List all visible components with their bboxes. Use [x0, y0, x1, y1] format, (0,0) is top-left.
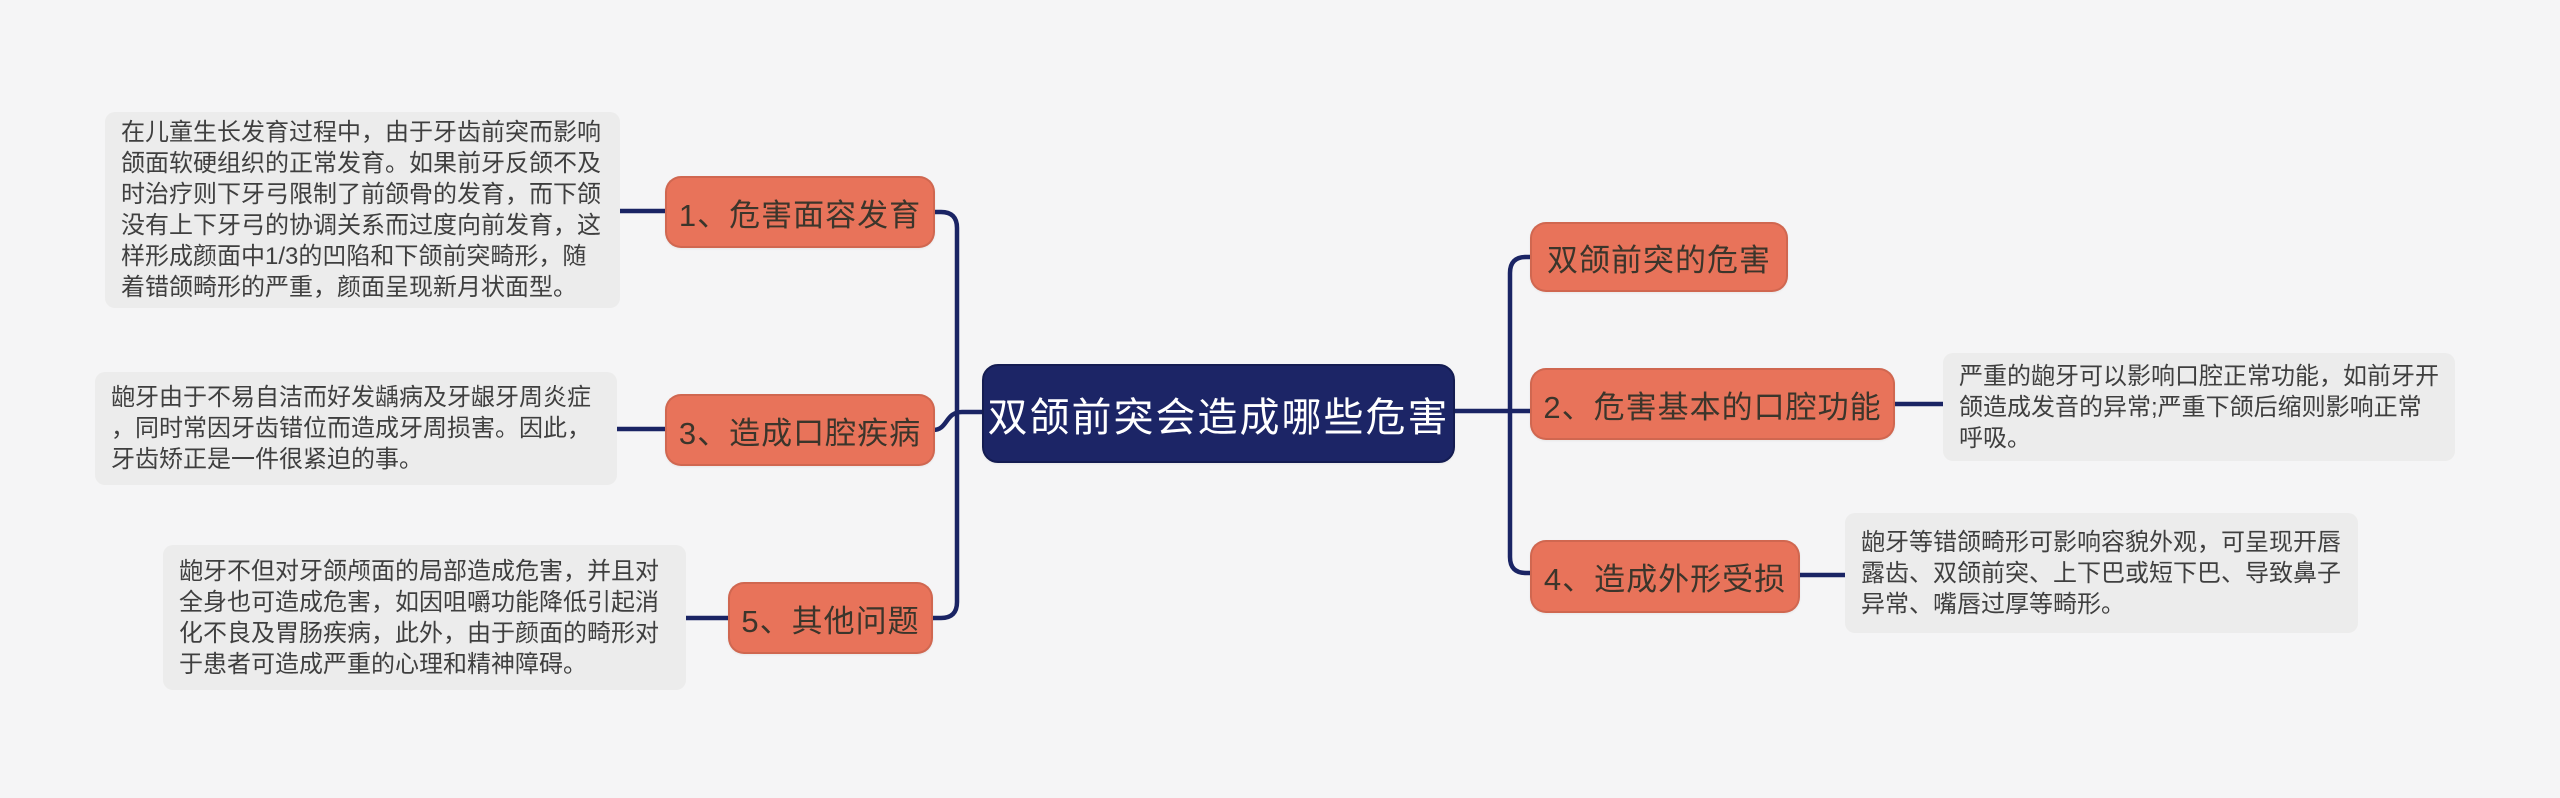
branch-node-face-development-label: 1、危害面容发育	[678, 197, 922, 233]
note-appearance-damage[interactable]: 龅牙等错颌畸形可影响容貌外观，可呈现开唇 露齿、双颌前突、上下巴或短下巴、导致鼻…	[1845, 513, 2358, 633]
branch-node-oral-function[interactable]: 2、危害基本的口腔功能	[1530, 368, 1895, 440]
branch-node-face-development[interactable]: 1、危害面容发育	[665, 176, 935, 248]
note-oral-function[interactable]: 严重的龅牙可以影响口腔正常功能，如前牙开 颌造成发音的异常;严重下颌后缩则影响正…	[1943, 353, 2455, 461]
connector-right-trunk	[1507, 254, 1535, 576]
note-appearance-damage-text: 龅牙等错颌畸形可影响容貌外观，可呈现开唇 露齿、双颌前突、上下巴或短下巴、导致鼻…	[1861, 528, 2341, 618]
root-topic-label: 双颌前突会造成哪些危害	[987, 395, 1450, 440]
branch-node-oral-disease-label: 3、造成口腔疾病	[678, 415, 922, 451]
branch-node-other-problems[interactable]: 5、其他问题	[728, 582, 933, 654]
note-oral-function-text: 严重的龅牙可以影响口腔正常功能，如前牙开 颌造成发音的异常;严重下颌后缩则影响正…	[1959, 362, 2439, 452]
branch-node-oral-disease[interactable]: 3、造成口腔疾病	[665, 394, 935, 466]
branch-node-appearance-damage[interactable]: 4、造成外形受损	[1530, 540, 1800, 613]
note-other-problems[interactable]: 龅牙不但对牙颌颅面的局部造成危害，并且对 全身也可造成危害，如因咀嚼功能降低引起…	[163, 545, 686, 690]
branch-node-appearance-damage-label: 4、造成外形受损	[1543, 562, 1787, 597]
note-face-development[interactable]: 在儿童生长发育过程中，由于牙齿前突而影响 颌面软硬组织的正常发育。如果前牙反颌不…	[105, 112, 620, 308]
note-face-development-text: 在儿童生长发育过程中，由于牙齿前突而影响 颌面软硬组织的正常发育。如果前牙反颌不…	[121, 119, 601, 301]
branch-node-other-problems-label: 5、其他问题	[741, 603, 920, 639]
note-oral-disease-text: 龅牙由于不易自洁而好发龋病及牙龈牙周炎症 ，同时常因牙齿错位而造成牙周损害。因此…	[111, 384, 591, 473]
note-oral-disease[interactable]: 龅牙由于不易自洁而好发龋病及牙龈牙周炎症 ，同时常因牙齿错位而造成牙周损害。因此…	[95, 372, 617, 485]
branch-node-protrusion-harm-label: 双颌前突的危害	[1547, 242, 1771, 278]
branch-node-protrusion-harm[interactable]: 双颌前突的危害	[1530, 222, 1788, 292]
connector-left-trunk	[930, 209, 960, 621]
note-other-problems-text: 龅牙不但对牙颌颅面的局部造成危害，并且对 全身也可造成危害，如因咀嚼功能降低引起…	[179, 557, 659, 678]
branch-node-oral-function-label: 2、危害基本的口腔功能	[1543, 389, 1882, 425]
connector-node3-root	[930, 409, 987, 433]
root-topic-node[interactable]: 双颌前突会造成哪些危害	[982, 364, 1455, 463]
